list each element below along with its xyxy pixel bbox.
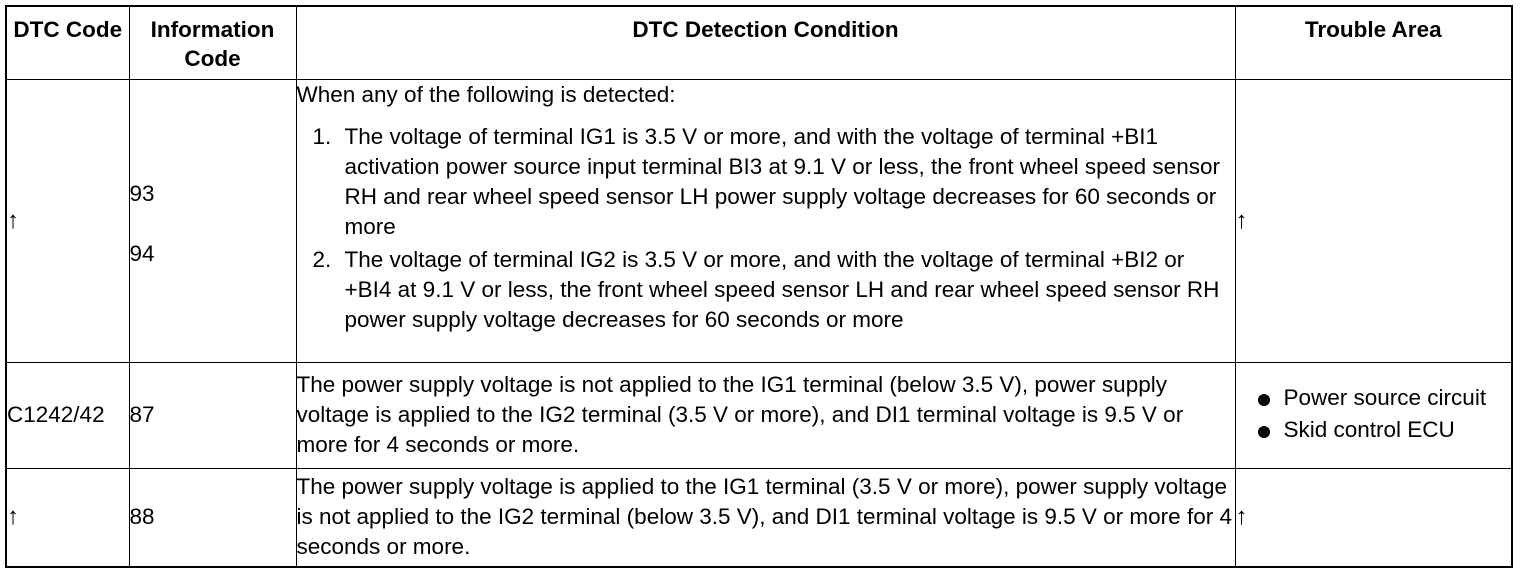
- dtc-code-cell: ↑: [5, 78, 130, 363]
- bullet-icon: [1257, 394, 1270, 406]
- trouble-area-list: Power source circuit Skid control ECU: [1236, 383, 1512, 445]
- condition-list: 1. The voltage of terminal IG1 is 3.5 V …: [297, 122, 1235, 335]
- dtc-code-cell: C1242/42: [5, 361, 130, 469]
- information-code: 94: [129, 240, 155, 266]
- header-dtc-code: DTC Code: [5, 5, 130, 80]
- condition-text: The voltage of terminal IG1 is 3.5 V or …: [344, 123, 1220, 239]
- condition-intro: When any of the following is detected:: [296, 81, 676, 107]
- trouble-area-text: Skid control ECU: [1283, 417, 1455, 442]
- same-as-above-arrow: ↑: [7, 503, 19, 531]
- table-row: ↑ 88 The power supply voltage is applied…: [5, 467, 1513, 568]
- detection-condition-cell: The power supply voltage is not applied …: [295, 361, 1236, 469]
- information-code-cell: 88: [128, 467, 297, 568]
- same-as-above-arrow: ↑: [7, 206, 19, 234]
- header-information-code: Information Code: [128, 5, 297, 80]
- dtc-code-cell: ↑: [5, 467, 130, 568]
- table-row: C1242/42 87 The power supply voltage is …: [5, 361, 1513, 469]
- information-code: 93: [129, 180, 155, 206]
- information-code-cell: 93 94: [128, 78, 297, 363]
- bullet-icon: [1257, 426, 1270, 438]
- same-as-above-arrow: ↑: [1235, 206, 1248, 234]
- detection-condition-cell: When any of the following is detected: 1…: [295, 78, 1236, 363]
- trouble-area-item: Skid control ECU: [1236, 415, 1512, 445]
- table-header-row: DTC Code Information Code DTC Detection …: [5, 5, 1513, 80]
- trouble-area-item: Power source circuit: [1236, 383, 1512, 413]
- trouble-area-cell: ↑: [1234, 78, 1513, 363]
- table-row: ↑ 93 94 When any of the following is det…: [5, 78, 1513, 363]
- header-trouble-area: Trouble Area: [1234, 5, 1513, 80]
- condition-item: 2. The voltage of terminal IG2 is 3.5 V …: [297, 245, 1235, 335]
- condition-number: 1.: [312, 123, 332, 149]
- condition-item: 1. The voltage of terminal IG1 is 3.5 V …: [297, 122, 1235, 242]
- information-code-cell: 87: [128, 361, 297, 469]
- condition-text: The voltage of terminal IG2 is 3.5 V or …: [344, 246, 1220, 332]
- trouble-area-cell: Power source circuit Skid control ECU: [1234, 361, 1513, 469]
- dtc-table-container: DTC Code Information Code DTC Detection …: [5, 5, 1513, 568]
- trouble-area-text: Power source circuit: [1283, 385, 1487, 410]
- header-detection-condition: DTC Detection Condition: [295, 5, 1236, 80]
- trouble-area-cell: ↑: [1234, 467, 1513, 568]
- detection-condition-cell: The power supply voltage is applied to t…: [295, 467, 1236, 568]
- condition-number: 2.: [312, 246, 332, 272]
- dtc-table: DTC Code Information Code DTC Detection …: [5, 5, 1513, 568]
- same-as-above-arrow: ↑: [1235, 503, 1248, 531]
